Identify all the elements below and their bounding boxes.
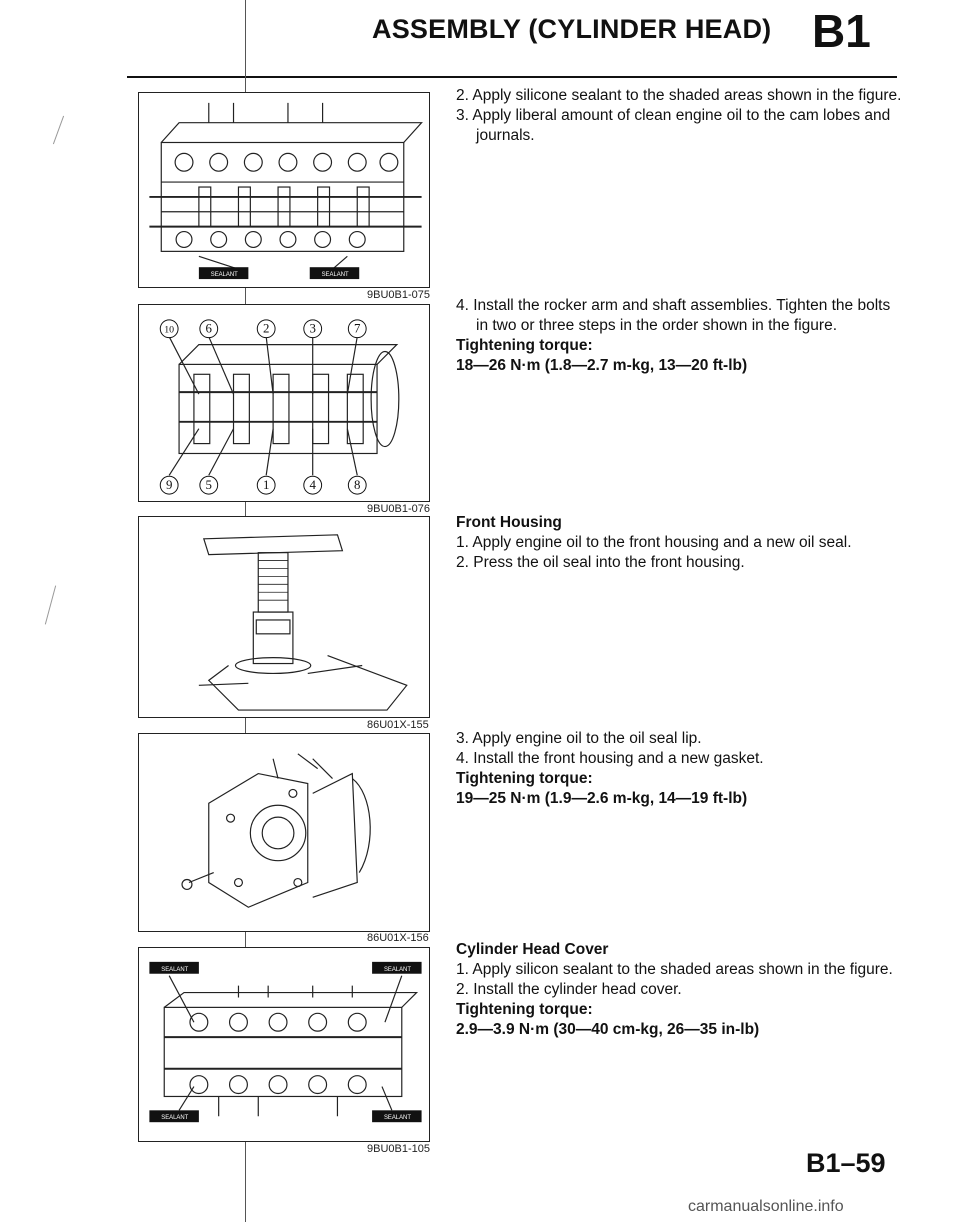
step-text: 4. Install the front housing and a new g… (456, 750, 764, 767)
page-number: B1–59 (806, 1148, 886, 1178)
bolt-number: 3 (309, 322, 315, 336)
section-code: B1 (812, 5, 871, 57)
sealant-label: SEALANT (161, 1115, 188, 1121)
step-text: 2. Install the cylinder head cover. (456, 981, 682, 998)
bolt-number: 1 (263, 478, 269, 492)
figure-front-housing (138, 733, 430, 932)
torque-label: Tightening torque: (456, 770, 593, 787)
step-text: 3. Apply engine oil to the oil seal lip. (456, 730, 702, 747)
torque-value: 2.9—3.9 N·m (30—40 cm-kg, 26—35 in-lb) (456, 1021, 760, 1038)
head-cover-illustration: SEALANT SEALANT SEALANT SEALANT (149, 961, 422, 1123)
step-text: 1. Apply silicon sealant to the shaded a… (456, 961, 893, 978)
figure-code: 9BU0B1-076 (367, 503, 430, 515)
bolt-number: 9 (166, 478, 172, 492)
section-heading: Cylinder Head Cover (456, 941, 609, 958)
figure-code: 86U01X-155 (367, 719, 429, 731)
footer-watermark: carmanualsonline.info (688, 1198, 844, 1215)
sealant-label: SEALANT (161, 967, 188, 973)
bolt-number: 8 (354, 478, 360, 492)
front-housing-illustration (181, 753, 371, 908)
bolt-number: 10 (164, 325, 174, 336)
header-rule (127, 76, 897, 78)
section-heading: Front Housing (456, 514, 562, 531)
bolt-number: 7 (354, 322, 361, 336)
section-rocker-arm: 4. Install the rocker arm and shaft asse… (456, 296, 906, 376)
step-text: 4. Install the rocker arm and shaft asse… (456, 297, 891, 334)
rocker-arm-illustration: 10 6 2 3 7 9 5 1 4 8 (159, 319, 400, 495)
bolt-number: 2 (263, 322, 269, 336)
torque-label: Tightening torque: (456, 1001, 593, 1018)
figure-code: 9BU0B1-075 (367, 289, 430, 301)
torque-value: 19—25 N·m (1.9—2.6 m-kg, 14—19 ft-lb) (456, 790, 748, 807)
bolt-number: 5 (206, 478, 212, 492)
margin-mark (52, 115, 65, 145)
step-text: 1. Apply engine oil to the front housing… (456, 534, 852, 551)
figure-rocker-bolt-order: 10 6 2 3 7 9 5 1 4 8 (138, 304, 430, 502)
step-text: 3. Apply liberal amount of clean engine … (456, 107, 891, 144)
figure-head-cover-sealant: SEALANT SEALANT SEALANT SEALANT (138, 947, 430, 1142)
oil-seal-press-illustration (198, 534, 408, 711)
sealant-label: SEALANT (384, 967, 411, 973)
figure-camshaft-sealant: SEALANT SEALANT (138, 92, 430, 288)
figure-code: 86U01X-156 (367, 932, 429, 944)
step-text: 2. Apply silicone sealant to the shaded … (456, 87, 902, 104)
camshaft-illustration: SEALANT SEALANT (149, 102, 423, 280)
figure-oil-seal-press (138, 516, 430, 718)
sealant-label: SEALANT (384, 1115, 411, 1121)
bolt-number: 4 (309, 478, 316, 492)
section-cylinder-head-cover: Cylinder Head Cover 1. Apply silicon sea… (456, 940, 906, 1040)
section-front-housing: Front Housing 1. Apply engine oil to the… (456, 513, 906, 573)
page-title: ASSEMBLY (CYLINDER HEAD) (372, 14, 772, 44)
section-front-housing-install: 3. Apply engine oil to the oil seal lip.… (456, 729, 906, 809)
sealant-label: SEALANT (211, 272, 238, 278)
margin-mark (44, 585, 57, 625)
figure-code: 9BU0B1-105 (367, 1143, 430, 1155)
bolt-number: 6 (206, 322, 213, 336)
torque-value: 18—26 N·m (1.8—2.7 m-kg, 13—20 ft-lb) (456, 357, 748, 374)
torque-label: Tightening torque: (456, 337, 593, 354)
step-text: 2. Press the oil seal into the front hou… (456, 554, 745, 571)
section-camshaft-steps: 2. Apply silicone sealant to the shaded … (456, 86, 906, 146)
sealant-label: SEALANT (322, 272, 349, 278)
